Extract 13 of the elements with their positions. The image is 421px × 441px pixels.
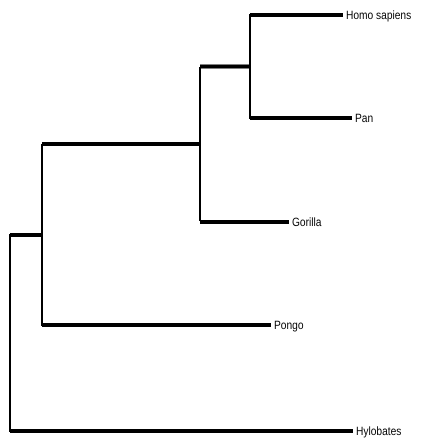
branch-line bbox=[200, 64, 250, 68]
branch-line bbox=[10, 233, 42, 237]
branch-line bbox=[250, 116, 352, 120]
taxon-label: Homo sapiens bbox=[346, 8, 412, 22]
taxon-label: Hylobates bbox=[356, 424, 402, 438]
taxon-label: Pongo bbox=[274, 318, 304, 332]
branch-line bbox=[42, 142, 200, 146]
taxon-label: Gorilla bbox=[292, 215, 322, 229]
taxon-label: Pan bbox=[355, 111, 374, 125]
branch-line bbox=[10, 429, 353, 433]
branch-line bbox=[42, 323, 271, 327]
branch-line bbox=[200, 220, 289, 224]
branch-line bbox=[250, 13, 343, 17]
